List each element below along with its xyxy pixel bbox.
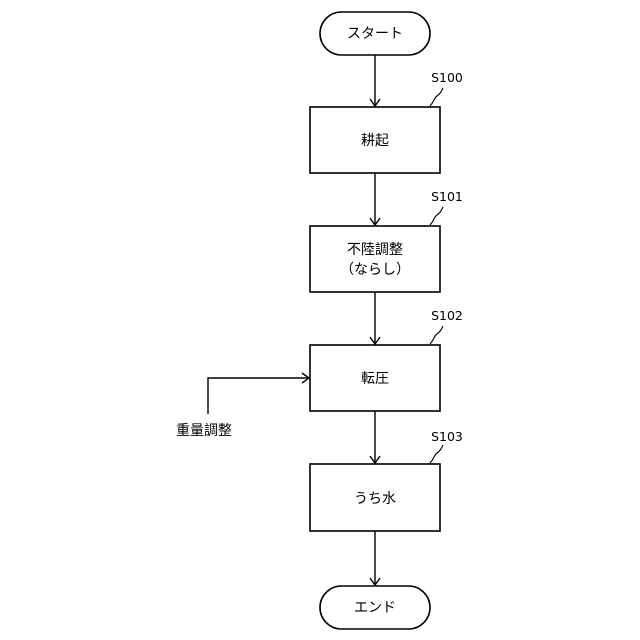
side-input-arrow (208, 373, 309, 414)
step-s101-label-line1: 不陸調整 (347, 242, 403, 258)
step-s101-label-line2: （ならし） (340, 262, 410, 278)
step-s102-leader (430, 326, 443, 344)
start-label: スタート (347, 26, 403, 42)
step-s100-id: S100 (431, 70, 463, 85)
step-s101-id: S101 (431, 189, 463, 204)
arrow-s102-to-s103 (370, 411, 380, 463)
end-terminal: エンド (320, 586, 430, 629)
start-terminal: スタート (320, 12, 430, 55)
arrow-s103-to-end (370, 531, 380, 585)
step-s100-label: 耕起 (361, 132, 389, 149)
step-s103-leader (430, 445, 443, 463)
step-s102: 転圧 (310, 345, 440, 411)
arrow-s101-to-s102 (370, 292, 380, 344)
step-s103: うち水 (310, 464, 440, 531)
step-s100: 耕起 (310, 107, 440, 173)
arrow-s100-to-s101 (370, 173, 380, 225)
arrow-start-to-s100 (370, 55, 380, 106)
step-s103-label: うち水 (354, 491, 396, 507)
step-s103-id: S103 (431, 429, 463, 444)
step-s100-leader (430, 88, 443, 106)
step-s101: 不陸調整 （ならし） (310, 226, 440, 292)
end-label: エンド (354, 600, 396, 616)
step-s101-leader (430, 207, 443, 225)
side-input-label: 重量調整 (176, 423, 232, 439)
step-s102-id: S102 (431, 308, 463, 323)
step-s102-label: 転圧 (361, 371, 389, 387)
